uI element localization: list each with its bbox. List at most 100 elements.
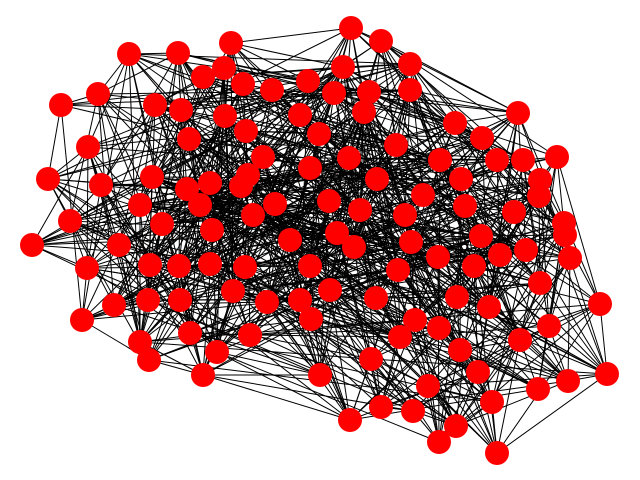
graph-edge — [274, 203, 401, 338]
graph-node — [166, 41, 190, 65]
graph-node — [188, 193, 212, 217]
graph-node — [238, 323, 262, 347]
graph-edge — [31, 146, 89, 246]
graph-node — [75, 256, 99, 280]
graph-node — [140, 165, 164, 189]
graph-node — [299, 307, 323, 331]
graph-edge — [179, 204, 201, 301]
graph-node — [428, 148, 452, 172]
graph-edge — [69, 220, 181, 301]
graph-edge — [216, 351, 321, 376]
graph-node — [296, 69, 320, 93]
graph-edge — [189, 204, 201, 334]
graph-node — [198, 171, 222, 195]
graph-edge — [139, 303, 601, 343]
graph-node — [233, 255, 257, 279]
graph-edge — [496, 303, 601, 454]
graph-edge — [97, 93, 242, 187]
graph-node — [198, 252, 222, 276]
graph-edge — [496, 373, 608, 454]
graph-edge — [209, 182, 246, 268]
graph-edge — [262, 156, 338, 234]
graph-edge — [266, 301, 321, 376]
graph-node — [398, 52, 422, 76]
graph-edge — [189, 214, 254, 334]
graph-node — [169, 98, 193, 122]
graph-edge — [97, 52, 179, 95]
graph-node — [137, 348, 161, 372]
graph-edge — [455, 339, 521, 427]
graph-edge — [333, 92, 456, 124]
graph-edge — [274, 203, 482, 237]
graph-edge — [147, 299, 414, 412]
graph-edge — [299, 114, 441, 161]
graph-node — [485, 441, 509, 465]
graph-node — [369, 395, 393, 419]
graph-node — [219, 31, 243, 55]
graph-edge — [189, 332, 493, 403]
graph-node — [403, 308, 427, 332]
graph-node — [398, 78, 422, 102]
graph-node — [143, 93, 167, 117]
graph-edge — [439, 159, 521, 341]
graph-edge — [404, 214, 498, 454]
graph-node — [318, 278, 342, 302]
graph-node — [86, 82, 110, 106]
graph-edge — [139, 204, 149, 301]
graph-node — [278, 228, 302, 252]
graph-node — [255, 290, 279, 314]
graph-edge — [266, 301, 382, 408]
graph-edge — [480, 234, 566, 237]
graph-edge — [100, 156, 264, 186]
graph-edge — [100, 184, 151, 266]
graph-edge — [271, 89, 331, 291]
graph-edge — [31, 204, 141, 246]
graph-edge — [519, 257, 571, 341]
graph-edge — [376, 178, 490, 308]
graph-edge — [266, 211, 515, 303]
graph-edge — [464, 205, 571, 259]
graph-edge — [139, 204, 338, 234]
graph-edge — [199, 204, 246, 268]
graph-node — [317, 189, 341, 213]
graph-edge — [438, 327, 521, 341]
graph-edge — [409, 89, 519, 114]
graph-edge — [310, 318, 372, 360]
graph-node — [178, 321, 202, 345]
graph-edge — [329, 289, 351, 421]
graph-node — [393, 203, 417, 227]
graph-edge — [266, 301, 429, 387]
graph-node — [168, 288, 192, 312]
graph-edge — [556, 156, 601, 305]
graph-node — [445, 285, 469, 309]
graph-node — [325, 221, 349, 245]
graph-edge — [47, 178, 115, 306]
graph-edge — [438, 349, 461, 443]
graph-node — [462, 254, 486, 278]
graph-edge — [86, 184, 102, 269]
graph-node — [36, 167, 60, 191]
graph-node — [337, 146, 361, 170]
graph-edge — [242, 66, 344, 85]
graph-edge — [230, 42, 344, 68]
graph-node — [506, 101, 530, 125]
graph-node — [514, 238, 538, 262]
graph-edge — [359, 179, 541, 211]
graph-edge — [151, 67, 225, 178]
graph-edge — [473, 159, 524, 267]
graph-node — [427, 316, 451, 340]
graph-node — [369, 29, 393, 53]
graph-edge — [359, 209, 490, 308]
graph-edge — [370, 358, 457, 427]
graph-node — [49, 93, 73, 117]
graph-edge — [47, 138, 190, 180]
graph-edge — [414, 319, 457, 427]
graph-nodes — [20, 16, 619, 465]
graph-edge — [186, 89, 273, 190]
graph-edge — [86, 214, 254, 269]
graph-edge — [230, 27, 352, 44]
graph-node — [556, 369, 580, 393]
graph-edge — [353, 179, 541, 248]
graph-node — [553, 223, 577, 247]
graph-edge — [118, 244, 401, 338]
